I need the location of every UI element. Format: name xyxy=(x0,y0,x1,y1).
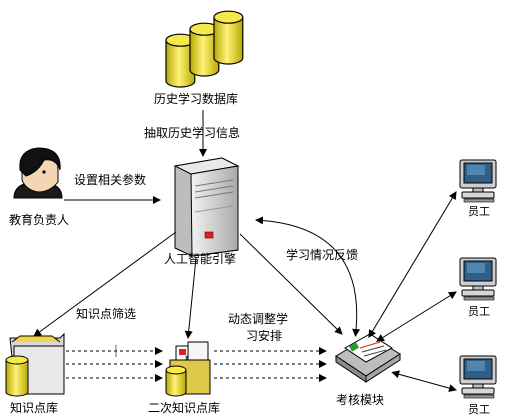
feedback-arrow xyxy=(255,216,361,337)
kp-filter-label: 知识点筛选 xyxy=(76,306,136,321)
employee-label-1: 员工 xyxy=(468,205,490,218)
kp-to-second-arrows xyxy=(66,345,163,382)
employee-pc-icon-3 xyxy=(459,355,497,399)
employee-pc-icon-2 xyxy=(459,257,497,301)
assessment-employee3-arrow xyxy=(391,370,457,392)
teacher-label: 教育负责人 xyxy=(9,212,69,227)
set-params-label: 设置相关参数 xyxy=(74,172,146,187)
extract-label: 抽取历史学习信息 xyxy=(144,125,240,140)
assessment-icon xyxy=(335,333,401,383)
dynamic-adjust-label-1: 动态调整学 xyxy=(228,311,288,326)
engine-to-assessment-arrow xyxy=(239,233,343,335)
employee-label-2: 员工 xyxy=(468,305,490,318)
assessment-employee1-arrow xyxy=(368,191,457,339)
kp-db-label: 知识点库 xyxy=(10,400,58,415)
employee-label-3: 员工 xyxy=(468,403,490,416)
feedback-label: 学习情况反馈 xyxy=(286,247,358,262)
kp-filter-arrow xyxy=(33,231,177,337)
assessment-employee2-arrow xyxy=(376,291,457,342)
engine-to-second-arrow xyxy=(184,257,197,339)
engine-label: 人工智能引擎 xyxy=(164,251,236,266)
second-kp-db-icon xyxy=(165,341,211,397)
teacher-icon xyxy=(13,147,63,199)
kp-db-icon xyxy=(5,332,65,397)
assessment-label: 考核模块 xyxy=(336,393,384,407)
dynamic-adjust-label-2: 习安排 xyxy=(246,328,282,343)
second-to-assessment-arrows xyxy=(214,347,327,382)
employee-pc-icon-1 xyxy=(459,159,497,203)
history-db-icon xyxy=(165,10,244,88)
server-icon xyxy=(173,157,240,257)
second-kp-db-label: 二次知识点库 xyxy=(148,400,220,415)
history-db-label: 历史学习数据库 xyxy=(154,91,238,106)
